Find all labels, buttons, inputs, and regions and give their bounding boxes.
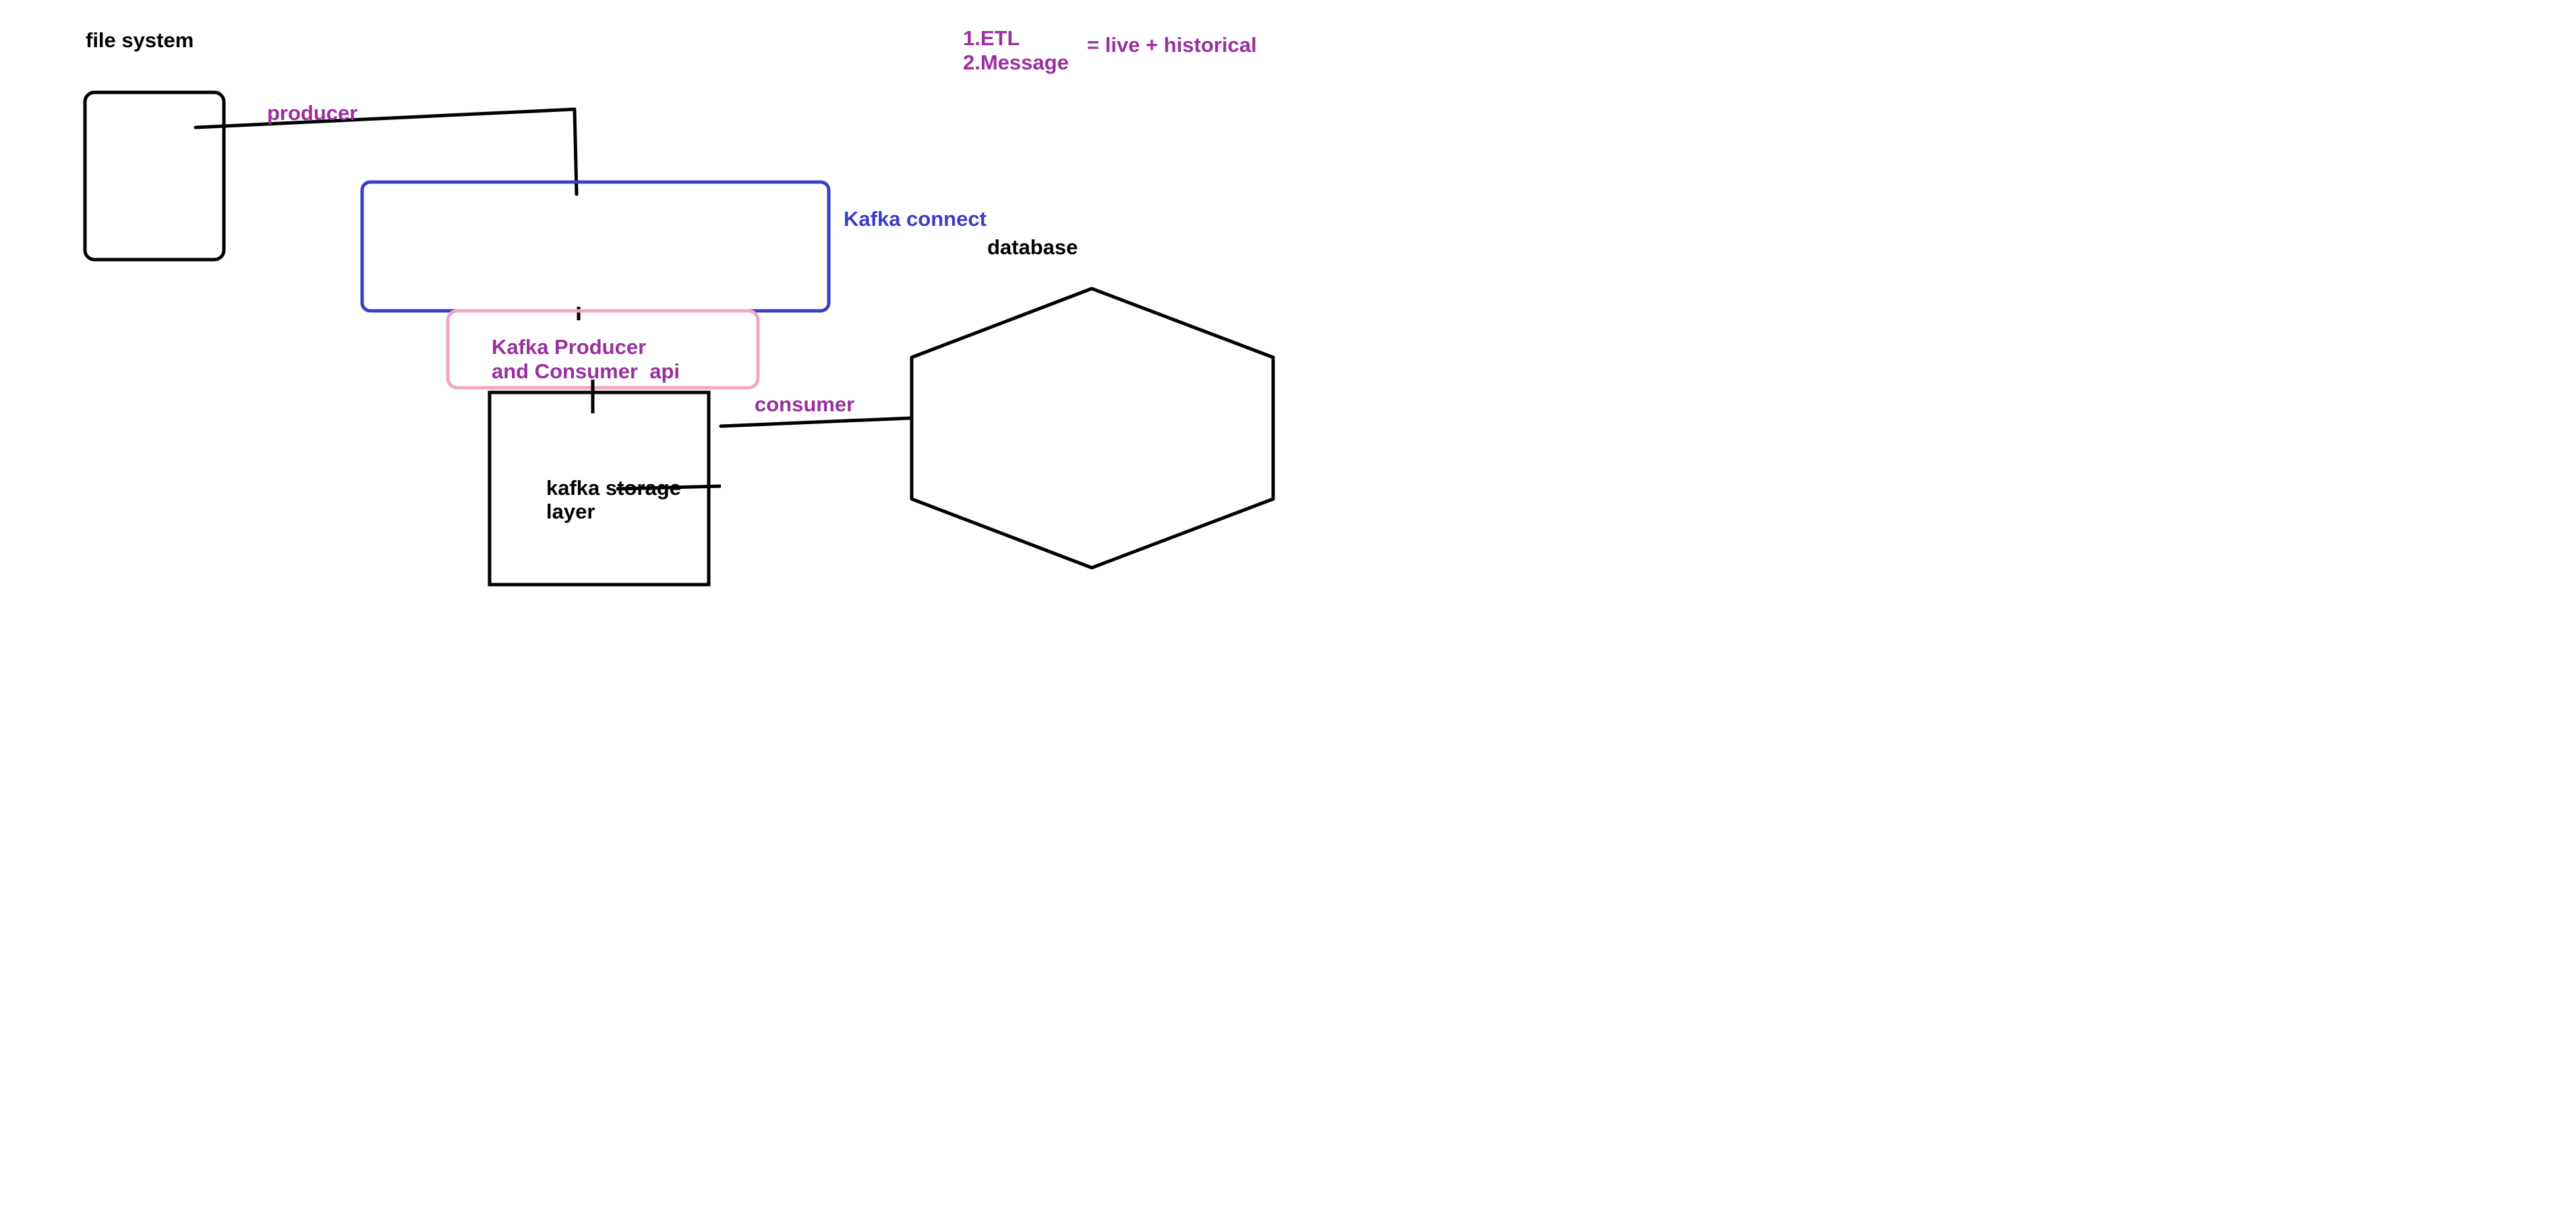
database-label: database	[987, 235, 1078, 259]
kafka-storage-layer-box	[488, 390, 711, 587]
note-message: 2.Message	[963, 51, 1069, 74]
api-label-line1: Kafka Producer	[492, 335, 646, 359]
kafka-connect-label: Kafka connect	[844, 207, 987, 231]
note-etl: 1.ETL	[963, 26, 1020, 50]
api-label-line2: and Consumer api	[492, 359, 680, 383]
note-equation: = live + historical	[1087, 33, 1257, 57]
producer-label: producer	[267, 101, 357, 125]
storage-label-line2: layer	[546, 500, 595, 523]
database-hexagon	[910, 287, 1275, 570]
consumer-connector	[719, 416, 914, 428]
consumer-label: consumer	[755, 392, 854, 416]
file-system-box	[83, 90, 226, 262]
producer-consumer-api-box	[446, 309, 760, 390]
kafka-connect-box	[360, 180, 831, 313]
file-system-label: file system	[86, 28, 194, 52]
storage-stroke	[616, 484, 722, 491]
producer-connector	[194, 107, 579, 196]
